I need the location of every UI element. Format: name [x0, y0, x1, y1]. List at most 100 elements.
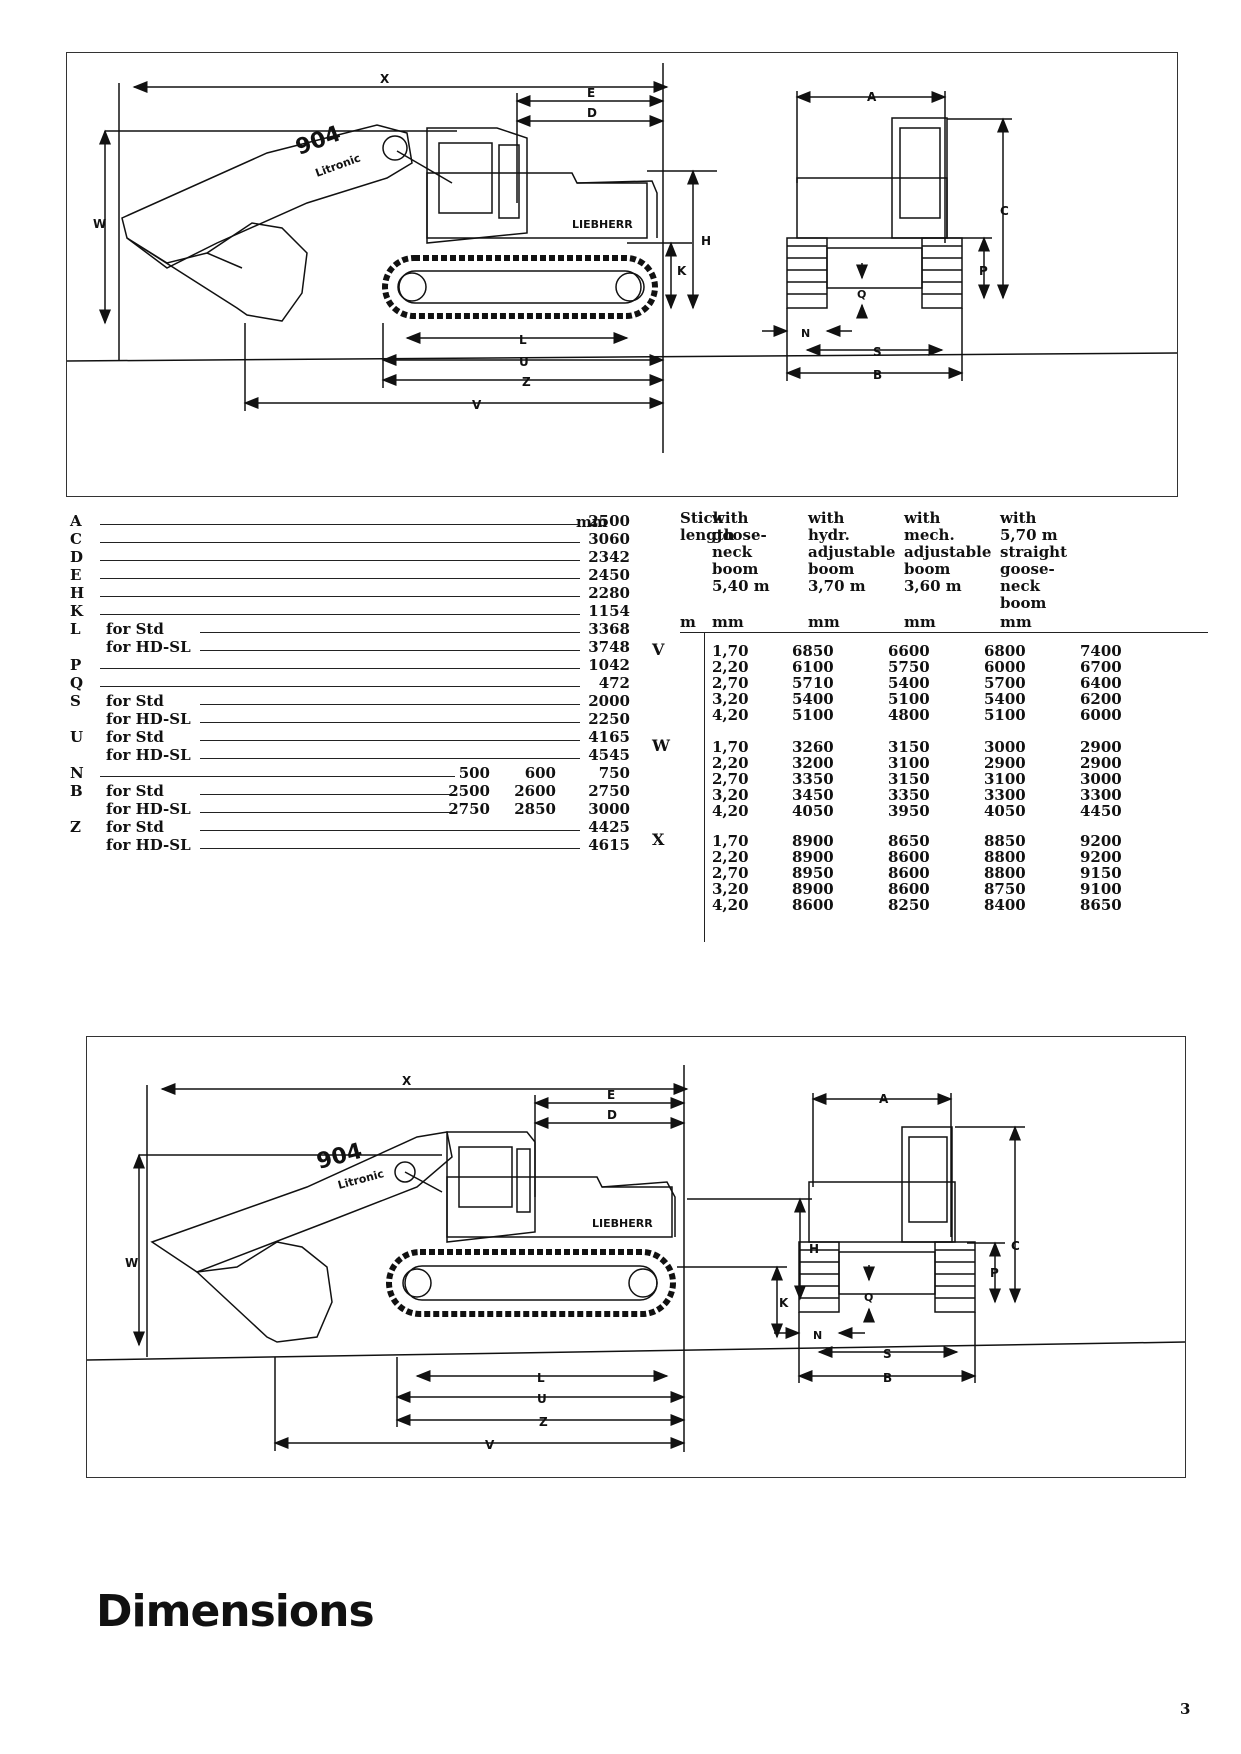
table-cell: 3450: [792, 786, 834, 804]
table-cell: 8600: [888, 864, 930, 882]
dim-label-b-bottom: B: [883, 1371, 892, 1385]
table-cell: 3150: [888, 738, 930, 756]
dim-label-e: E: [587, 86, 595, 100]
dim-label-s-bottom: S: [883, 1347, 892, 1361]
dim-label-c: C: [1000, 204, 1009, 218]
table-cell: 3300: [984, 786, 1026, 804]
column-header: with mech. adjustable boom 3,60 m: [904, 509, 992, 595]
dimension-note: for Std: [106, 692, 164, 710]
table-cell: 8650: [888, 832, 930, 850]
dimension-letter: Z: [70, 818, 81, 836]
dimension-value: 600: [524, 764, 556, 782]
table-cell: 8950: [792, 864, 834, 882]
table-cell: 3350: [888, 786, 930, 804]
dimension-value: 2250: [588, 710, 630, 728]
dimension-value: 2850: [514, 800, 556, 818]
table-cell: 5100: [792, 706, 834, 724]
dimension-value: 2450: [588, 566, 630, 584]
dims-unit: mm: [576, 513, 608, 531]
leader-line: [100, 686, 580, 687]
dimension-value: 2500: [588, 512, 630, 530]
leader-line: [200, 722, 580, 723]
table-cell: 6000: [984, 658, 1026, 676]
bottom-drawing: 904 Litronic LIEBHERR X E D W H K L U Z …: [87, 1065, 1185, 1452]
model-mark: 904: [293, 121, 345, 160]
dim-label-p: P: [979, 264, 988, 278]
dimension-note: for HD-SL: [106, 710, 191, 728]
group-label: W: [652, 736, 670, 755]
table-cell: 3,20: [712, 690, 749, 708]
dim-label-a: A: [867, 90, 877, 104]
leader-line: [100, 596, 580, 597]
dim-label-q: Q: [857, 288, 866, 301]
dim-label-q-bottom: Q: [864, 1291, 873, 1304]
table-cell: 1,70: [712, 642, 749, 660]
dimension-value: 2750: [588, 782, 630, 800]
dim-label-z: Z: [522, 375, 531, 389]
leader-line: [100, 524, 580, 525]
table-cell: 2,20: [712, 848, 749, 866]
table-cell: 8600: [792, 896, 834, 914]
column-unit: mm: [712, 613, 744, 631]
dim-label-u: U: [519, 355, 529, 369]
dim-label-x-bottom: X: [402, 1074, 412, 1088]
table-cell: 9100: [1080, 880, 1122, 898]
dim-label-n-bottom: N: [813, 1329, 822, 1342]
table-cell: 4450: [1080, 802, 1122, 820]
table-cell: 6800: [984, 642, 1026, 660]
leader-line: [200, 812, 455, 813]
dim-label-n: N: [801, 327, 810, 340]
table-cell: 2,20: [712, 658, 749, 676]
dimension-value: 750: [598, 764, 630, 782]
table-cell: 8850: [984, 832, 1026, 850]
table-cell: 4,20: [712, 802, 749, 820]
bottom-drawing-frame: 904 Litronic LIEBHERR X E D W H K L U Z …: [86, 1036, 1186, 1478]
brand-mark-bottom: LIEBHERR: [592, 1217, 653, 1230]
leader-line: [100, 668, 580, 669]
table-cell: 8600: [888, 848, 930, 866]
table-cell: 3100: [888, 754, 930, 772]
dimension-letter: N: [70, 764, 84, 782]
leader-line: [200, 704, 580, 705]
dim-label-w: W: [93, 217, 106, 231]
table-cell: 3300: [1080, 786, 1122, 804]
table-cell: 3000: [1080, 770, 1122, 788]
dimension-value: 500: [458, 764, 490, 782]
table-cell: 3,20: [712, 880, 749, 898]
column-unit: m: [680, 613, 696, 631]
dim-label-d-bottom: D: [607, 1108, 617, 1122]
table-cell: 2,70: [712, 770, 749, 788]
table-cell: 8600: [888, 880, 930, 898]
table-cell: 8800: [984, 864, 1026, 882]
table-cell: 3950: [888, 802, 930, 820]
table-cell: 4050: [792, 802, 834, 820]
dim-label-c-bottom: C: [1011, 1239, 1020, 1253]
leader-line: [200, 650, 580, 651]
dimension-letter: H: [70, 584, 85, 602]
dimension-letter: A: [70, 512, 82, 530]
dim-label-l: L: [519, 333, 527, 347]
dimension-row: for HD-SL 2250: [70, 710, 630, 728]
table-cell: 2,20: [712, 754, 749, 772]
dim-label-d: D: [587, 106, 597, 120]
column-unit: mm: [1000, 613, 1032, 631]
table-cell: 6000: [1080, 706, 1122, 724]
table-cell: 8250: [888, 896, 930, 914]
table-cell: 2,70: [712, 864, 749, 882]
dim-label-w-bottom: W: [125, 1256, 138, 1270]
dimension-note: for Std: [106, 818, 164, 836]
dimension-row: E 2450: [70, 566, 630, 584]
dimension-value: 2500: [448, 782, 490, 800]
dimension-note: for HD-SL: [106, 638, 191, 656]
dimension-letter: E: [70, 566, 82, 584]
table-cell: 3100: [984, 770, 1026, 788]
table-cell: 5710: [792, 674, 834, 692]
